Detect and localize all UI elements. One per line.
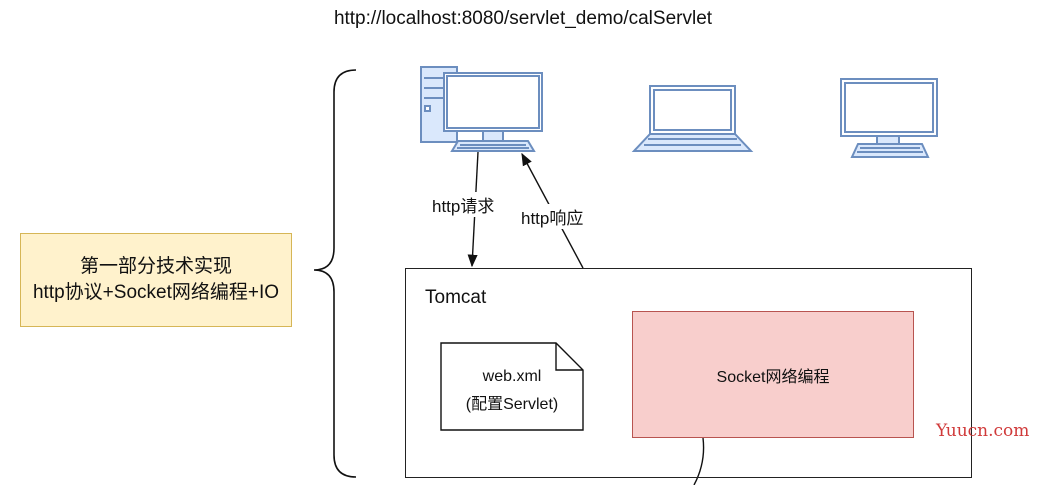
technology-note-box: 第一部分技术实现 http协议+Socket网络编程+IO [20,233,292,327]
socket-outgoing-connector [693,437,705,485]
socket-programming-box: Socket网络编程 [632,311,914,438]
doc-line-2: (配置Servlet) [465,396,559,413]
url-title: http://localhost:8080/servlet_demo/calSe… [333,8,713,29]
tomcat-container [405,268,972,478]
tomcat-label: Tomcat [425,287,487,308]
laptop-icon [631,85,754,152]
http-request-label: http请求 [430,192,497,217]
watermark: Yuucn.com [936,421,1030,441]
desktop-tower-computer-icon [420,66,543,152]
socket-label: Socket网络编程 [716,368,830,386]
curly-brace-icon [313,69,357,478]
web-xml-document: web.xml (配置Servlet) [441,363,583,419]
note-line-2: http协议+Socket网络编程+IO [32,282,280,303]
doc-line-1: web.xml [482,368,542,385]
note-line-1: 第一部分技术实现 [79,256,232,277]
monitor-keyboard-icon [840,78,938,158]
http-response-label: http响应 [519,204,586,229]
document-icon [440,342,584,431]
